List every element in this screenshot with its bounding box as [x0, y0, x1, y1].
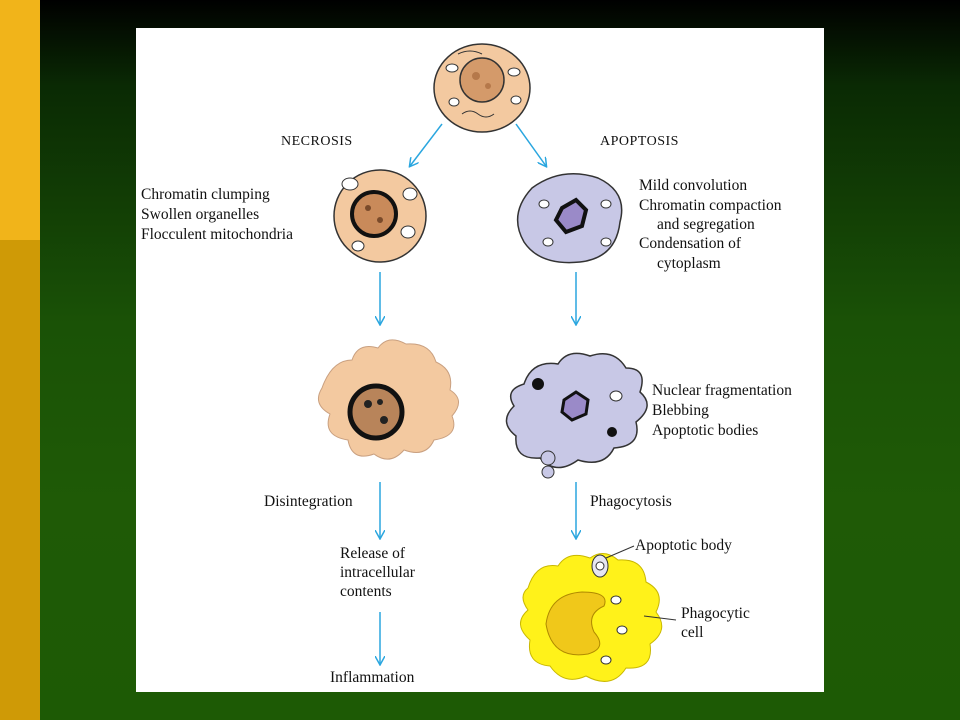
- arrow-to-necrosis: [410, 123, 443, 166]
- apoptosis-feature-3: Condensation of: [639, 235, 742, 252]
- phagocytic-cell-label-2: cell: [681, 624, 704, 641]
- phagocytic-cell-label-1: Phagocytic: [681, 605, 750, 622]
- release-label-1: Release of: [340, 545, 405, 562]
- arrow-to-apoptosis: [515, 123, 546, 166]
- apoptosis-feature-2b: and segregation: [657, 216, 755, 233]
- necrosis-feature-2: Swollen organelles: [141, 206, 260, 223]
- apoptotic-body-pointer: [605, 545, 635, 559]
- apoptosis-feature-1: Mild convolution: [639, 177, 748, 194]
- apoptosis-stage2-2: Blebbing: [652, 402, 709, 419]
- normal-cell: [433, 43, 531, 133]
- release-label-2: intracellular: [340, 564, 415, 581]
- diagram-panel: NECROSIS APOPTOSIS Chromatin clumping Sw…: [136, 28, 824, 692]
- cell-death-diagram: [317, 43, 677, 682]
- necrotic-cell-disintegrating: [317, 339, 459, 460]
- apoptosis-stage2-1: Nuclear fragmentation: [652, 382, 792, 399]
- sidebar-accent-bottom: [0, 240, 40, 720]
- apoptotic-cell-blebbing: [505, 352, 648, 479]
- phagocytic-cell: [520, 545, 677, 682]
- apoptosis-feature-3b: cytoplasm: [657, 255, 721, 272]
- phagocytosis-label: Phagocytosis: [590, 493, 672, 510]
- inflammation-label: Inflammation: [330, 669, 415, 686]
- necrotic-cell-swollen: [333, 169, 427, 263]
- necrosis-header: NECROSIS: [281, 134, 353, 149]
- disintegration-label: Disintegration: [264, 493, 353, 510]
- apoptotic-cell-shrunken: [516, 173, 623, 264]
- sidebar-accent-top: [0, 0, 40, 240]
- necrosis-feature-1: Chromatin clumping: [141, 186, 270, 203]
- apoptotic-body-label: Apoptotic body: [635, 537, 732, 554]
- release-label-3: contents: [340, 583, 392, 600]
- apoptosis-header: APOPTOSIS: [600, 134, 679, 149]
- apoptosis-feature-2: Chromatin compaction: [639, 197, 782, 214]
- necrosis-feature-3: Flocculent mitochondria: [141, 226, 293, 243]
- phagocytic-cell-pointer: [643, 615, 677, 621]
- apoptosis-stage2-3: Apoptotic bodies: [652, 422, 759, 439]
